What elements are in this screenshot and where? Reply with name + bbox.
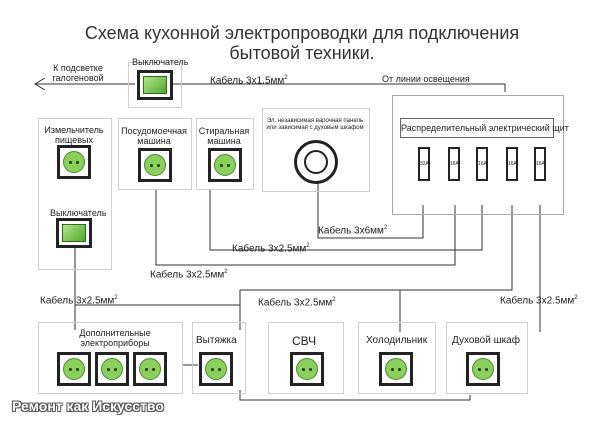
hob-socket-inner xyxy=(304,150,328,174)
hob-socket[interactable] xyxy=(294,140,338,184)
cable-25-left-label: Кабель 3х2.5мм2 xyxy=(40,295,118,307)
waste-switch[interactable] xyxy=(56,218,92,248)
extra-label: Дополнительные электроприборы xyxy=(79,328,151,348)
switch-top-label: Выключатель xyxy=(132,57,189,67)
cable-6-label: Кабель 3х6мм2 xyxy=(318,225,388,237)
breaker-4[interactable]: 16A xyxy=(506,147,518,181)
hood-label: Вытяжка xyxy=(196,335,237,346)
dishwasher-zone xyxy=(118,118,192,190)
oven-socket[interactable] xyxy=(466,352,500,386)
panel-label: Распределительный электрический щит xyxy=(400,118,569,138)
breaker-1[interactable]: 32A xyxy=(418,147,430,181)
extra-socket-2[interactable] xyxy=(95,352,129,386)
fridge-zone xyxy=(358,322,436,394)
diagram-title-line2: бытовой техники. xyxy=(229,43,375,63)
from-lighting-label: От линии освещения xyxy=(382,74,470,84)
oven-label: Духовой шкаф xyxy=(452,335,520,346)
waste-zone xyxy=(38,118,112,270)
extra-socket-1[interactable] xyxy=(57,352,91,386)
washing-zone xyxy=(196,118,254,190)
microwave-zone xyxy=(268,322,344,394)
wire-hob xyxy=(317,172,424,239)
panel-zone xyxy=(392,95,564,215)
hood-zone xyxy=(192,322,246,394)
breaker-3[interactable]: 16A xyxy=(476,147,488,181)
washing-label: Стиральная машина xyxy=(198,126,250,146)
waste-socket[interactable] xyxy=(57,145,91,179)
microwave-label: СВЧ xyxy=(292,334,317,348)
fridge-label: Холодильник xyxy=(366,335,428,346)
cable-1x5-label: Кабель 3х1.5мм2 xyxy=(210,72,288,87)
cable-25-a-label: Кабель 3х2.5мм2 xyxy=(232,243,310,255)
cable-25-mid-label: Кабель 3х2.5мм2 xyxy=(258,297,336,309)
cable-1x5-sup: 2 xyxy=(284,75,288,81)
dishwasher-label: Посудомоечная машина xyxy=(121,126,187,146)
hob-zone xyxy=(262,108,370,192)
diagram-title-line1: Схема кухонной электропроводки для подкл… xyxy=(84,23,520,43)
waste-switch-key xyxy=(62,224,86,242)
breaker-2[interactable]: 16A xyxy=(448,147,460,181)
dishwasher-socket[interactable] xyxy=(138,148,172,182)
switch-key xyxy=(143,76,167,94)
extra-zone xyxy=(38,322,183,394)
halogen-label: К подсветке галогеновой xyxy=(52,63,104,83)
arrow-halogen xyxy=(34,77,46,91)
cable-1x5-text: Кабель 3х1.5мм xyxy=(210,75,285,87)
cable-25-b-label: Кабель 3х2.5мм2 xyxy=(150,269,228,281)
washing-socket[interactable] xyxy=(208,148,242,182)
wire-bottom2 xyxy=(239,390,471,401)
microwave-socket[interactable] xyxy=(290,352,324,386)
switch-left-label: Выключатель xyxy=(50,208,107,218)
oven-zone xyxy=(446,322,528,394)
extra-socket-3[interactable] xyxy=(133,352,167,386)
wire-washing xyxy=(209,190,483,251)
switch-top-zone xyxy=(128,62,182,108)
hood-socket[interactable] xyxy=(199,352,233,386)
breaker-5[interactable]: 16A xyxy=(534,147,546,181)
fridge-socket[interactable] xyxy=(379,352,413,386)
wire-fridge-line xyxy=(399,205,513,332)
wire-switch-to-panel xyxy=(170,83,506,92)
light-switch-top[interactable] xyxy=(137,70,173,100)
cable-25-right-label: Кабель 3х2.5мм2 xyxy=(500,295,578,307)
hob-note: Эл. независимая варочная панель или зави… xyxy=(266,118,364,131)
watermark: Ремонт как Искусство xyxy=(12,398,164,414)
wire-dishwasher xyxy=(155,190,456,266)
